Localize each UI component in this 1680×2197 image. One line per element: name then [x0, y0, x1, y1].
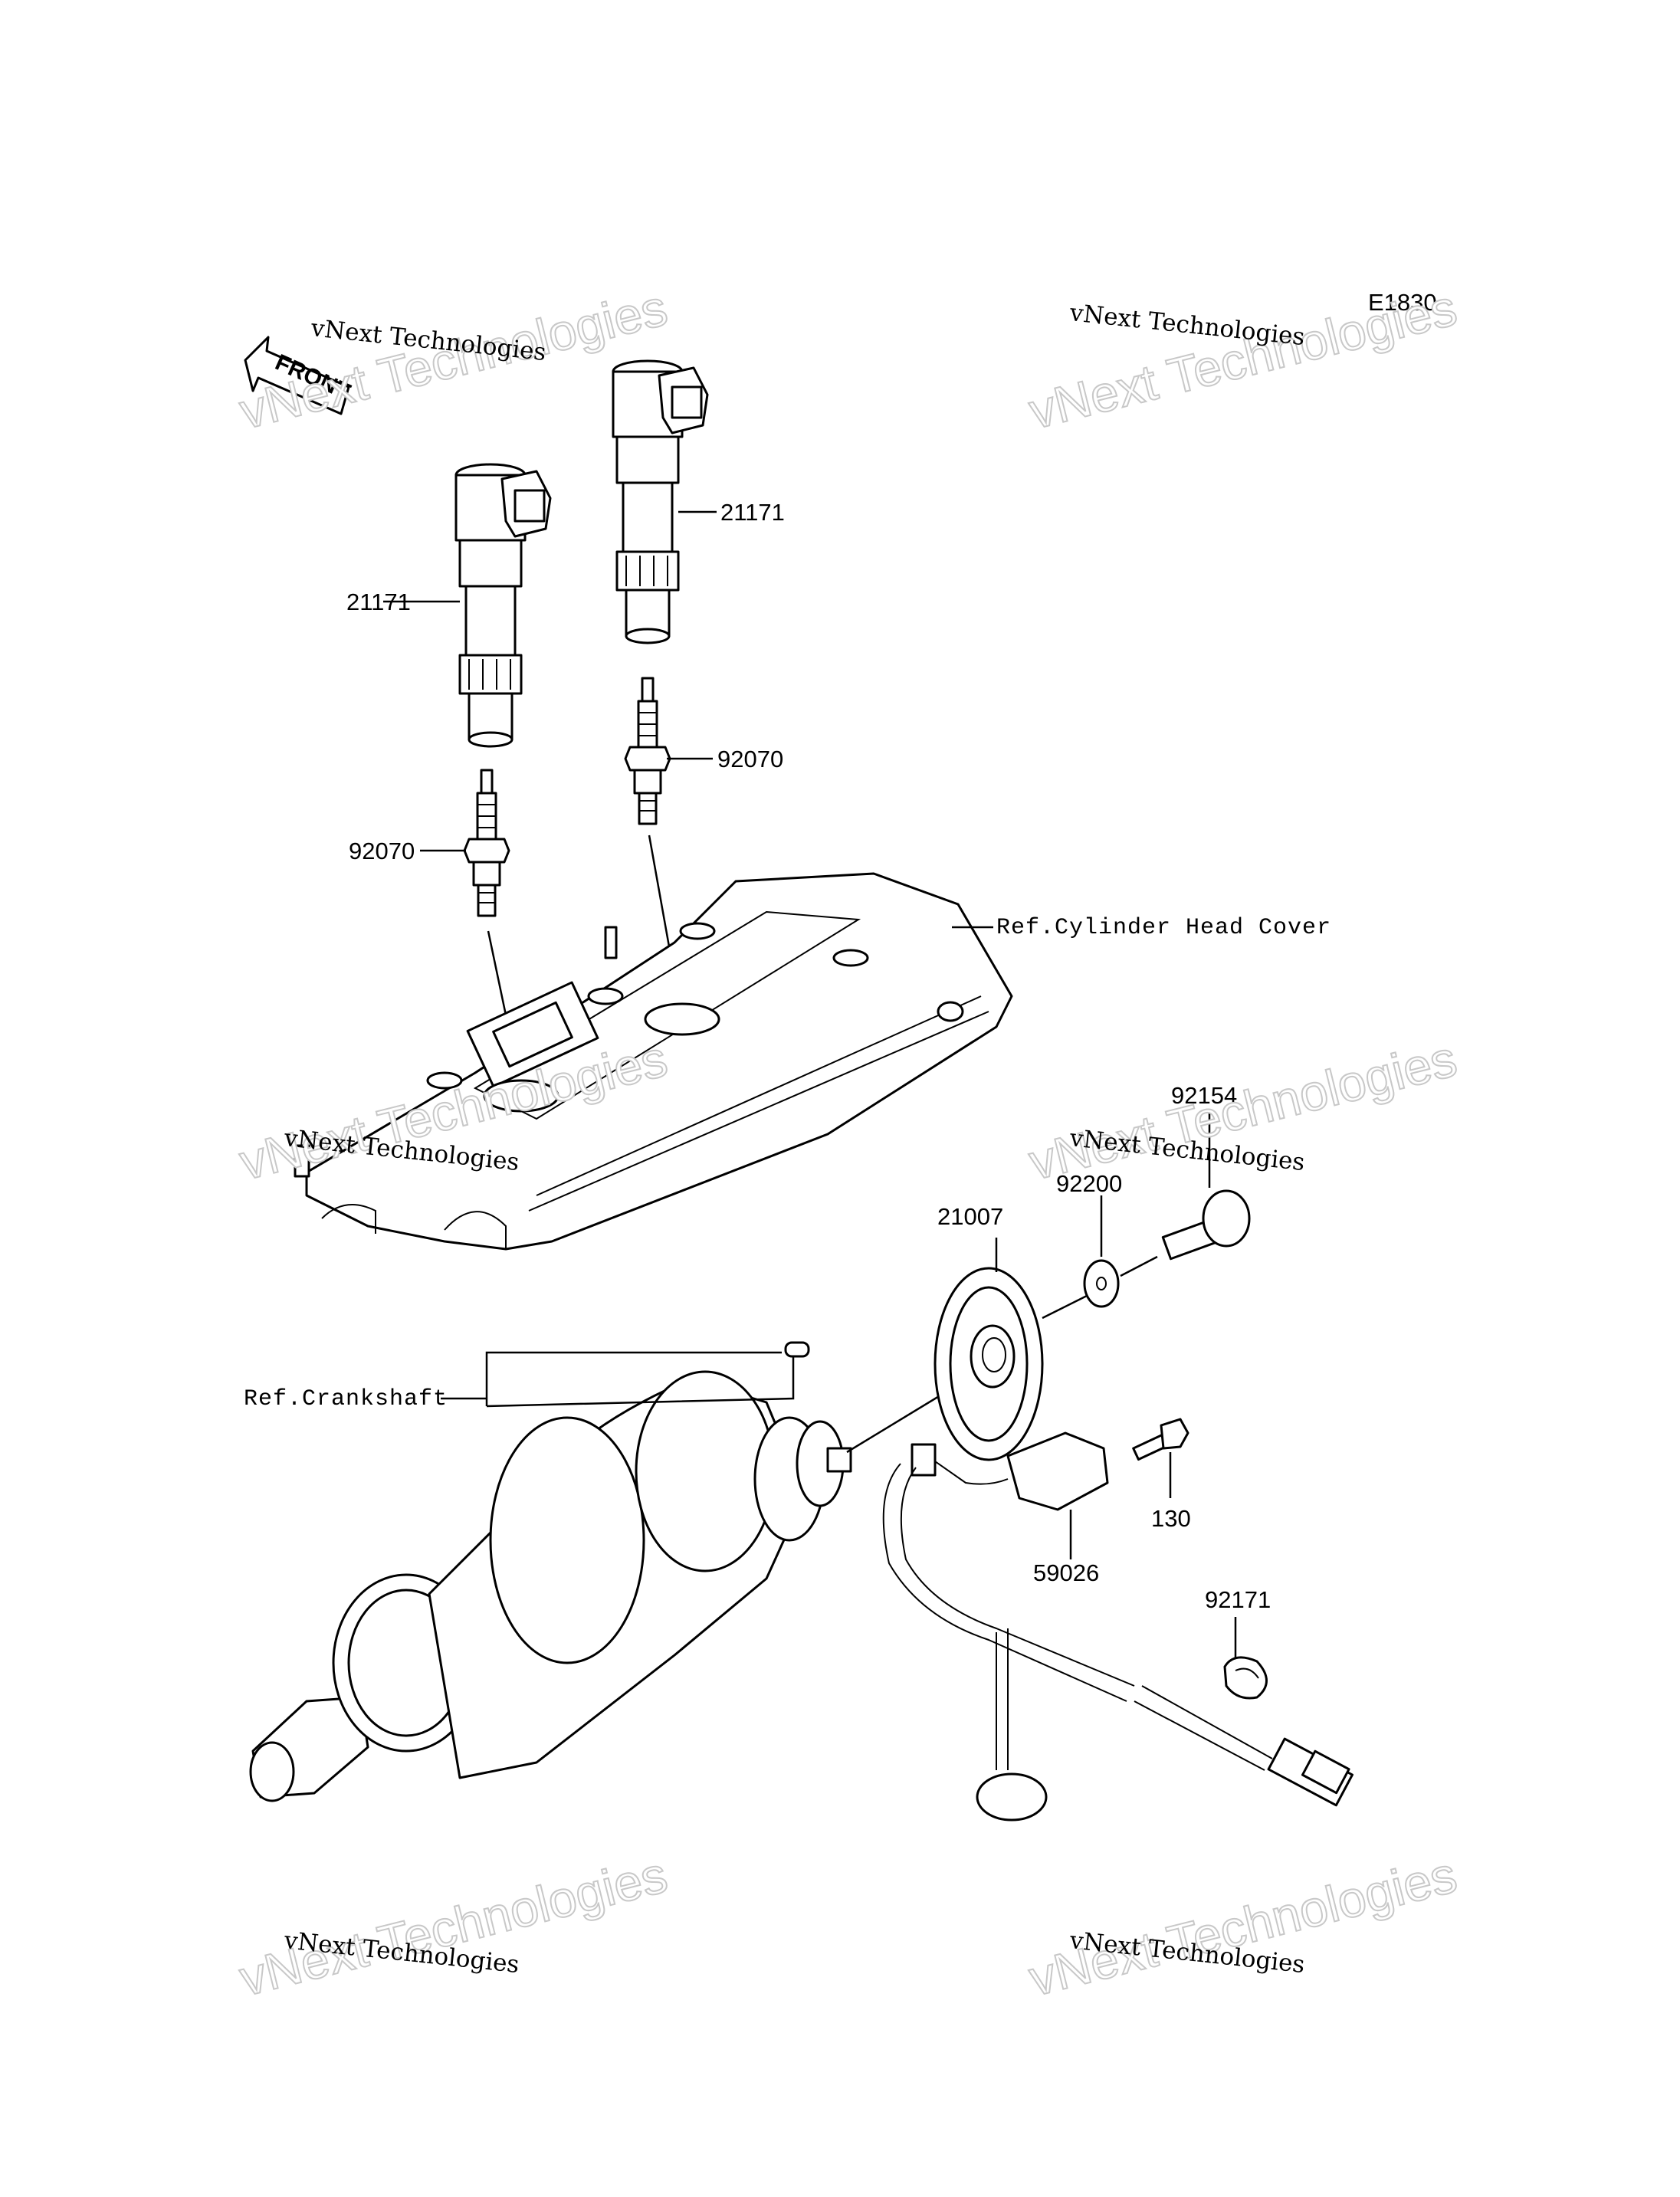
washer — [1083, 1259, 1120, 1308]
label-plug-right: 92070 — [717, 746, 783, 772]
svg-text:vNext Technologies: vNext Technologies — [234, 1846, 672, 2007]
clamp — [1223, 1656, 1268, 1700]
ignition-coil-left — [454, 463, 552, 748]
label-pickup-coil: 59026 — [1033, 1559, 1099, 1586]
label-bolt-flanged: 92154 — [1171, 1082, 1237, 1109]
label-coil-right: 21171 — [720, 499, 785, 526]
bolt-small — [1132, 1418, 1189, 1461]
cylinder-head-cover — [294, 872, 1013, 1251]
watermark-top-right: vNext Technologies vNext Technologies — [1022, 278, 1462, 441]
bracket-crankshaft-top — [485, 1351, 782, 1406]
watermark-bottom-left: vNext Technologies vNext Technologies — [233, 1845, 673, 2008]
guide-washer-bolt — [1120, 1255, 1158, 1277]
crankshaft — [249, 1370, 852, 1802]
svg-text:vNext Technologies: vNext Technologies — [1023, 1846, 1462, 2007]
diagram-code: E1830 — [1368, 289, 1437, 316]
guide-crank-rotor — [846, 1385, 955, 1454]
label-washer: 92200 — [1056, 1170, 1122, 1197]
wiring-harness — [882, 1463, 1354, 1822]
guide-rotor-washer — [1042, 1294, 1089, 1320]
label-bolt-small: 130 — [1151, 1505, 1191, 1532]
ref-crankshaft: Ref.Crankshaft — [244, 1386, 448, 1412]
woodruff-key — [784, 1341, 810, 1358]
watermark-bottom-right: vNext Technologies vNext Technologies — [1022, 1845, 1462, 2008]
label-coil-left: 21171 — [346, 589, 411, 615]
spark-plug-right — [624, 677, 671, 825]
ignition-coil-right — [612, 359, 709, 644]
label-rotor-plate: 21007 — [937, 1203, 1003, 1230]
bolt-flanged — [1161, 1189, 1251, 1261]
label-plug-left: 92070 — [349, 838, 415, 864]
rotor-plate — [934, 1267, 1044, 1461]
label-clamp: 92171 — [1205, 1586, 1271, 1613]
pickup-coil — [911, 1431, 1109, 1511]
spark-plug-left — [463, 769, 510, 917]
watermark-mid-right: vNext Technologies vNext Technologies — [1022, 1029, 1462, 1192]
ref-cylinder-head-cover: Ref.Cylinder Head Cover — [996, 915, 1331, 941]
